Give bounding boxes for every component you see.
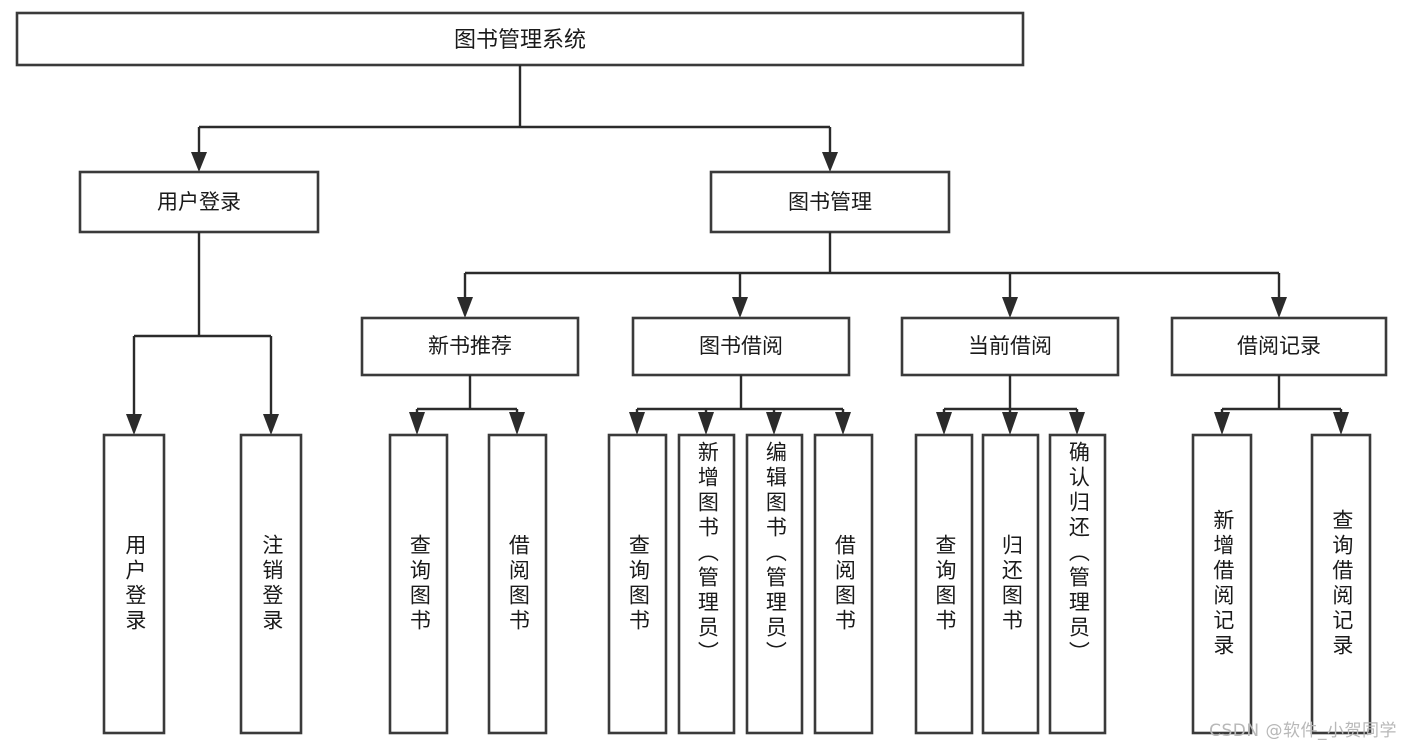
arrow-user-login-leaf-0 [126, 414, 142, 435]
arrow-to-book-borrow [732, 297, 748, 318]
arrow-nbr-leaf-1 [509, 412, 525, 435]
leaf-box-user-login-1[interactable] [239, 433, 303, 735]
arrow-to-borrow-record [1271, 297, 1287, 318]
node-new-book-recommend-box[interactable] [360, 316, 580, 377]
connector-book-manage-to-level3 [457, 232, 1287, 318]
node-new-book-recommend[interactable]: 新书推荐 [360, 316, 580, 377]
leaf-box-bb-0[interactable] [607, 433, 668, 735]
arrow-bb-leaf-3 [835, 412, 851, 435]
connector-user-login-to-leaves [126, 232, 279, 435]
arrow-cb-leaf-1 [1002, 412, 1018, 435]
node-current-borrow-label: 当前借阅 [968, 334, 1052, 358]
node-book-manage-box[interactable] [709, 170, 951, 234]
arrow-root-to-user-login [191, 152, 207, 172]
arrow-to-new-book-recommend [457, 297, 473, 318]
leaf-box-bb-1[interactable] [677, 433, 736, 735]
leaf-box-bb-2[interactable] [745, 433, 804, 735]
node-current-borrow[interactable]: 当前借阅 [900, 316, 1120, 377]
leaf-box-cb-1[interactable] [981, 433, 1040, 735]
leaf-box-bb-3[interactable] [813, 433, 874, 735]
node-user-login-label: 用户登录 [157, 190, 241, 214]
connector-current-borrow-to-leaves [936, 375, 1085, 435]
leaf-box-cb-0[interactable] [914, 433, 974, 735]
node-book-manage[interactable]: 图书管理 [709, 170, 951, 234]
arrow-bb-leaf-0 [629, 412, 645, 435]
node-root-system-label: 图书管理系统 [454, 28, 586, 53]
arrow-to-current-borrow [1002, 297, 1018, 318]
arrow-br-leaf-1 [1333, 412, 1349, 435]
arrow-cb-leaf-2 [1069, 412, 1085, 435]
node-borrow-record-box[interactable] [1170, 316, 1388, 377]
node-current-borrow-box[interactable] [900, 316, 1120, 377]
node-book-borrow-label: 图书借阅 [699, 334, 783, 358]
node-borrow-record[interactable]: 借阅记录 [1170, 316, 1388, 377]
node-new-book-recommend-label: 新书推荐 [428, 334, 512, 358]
connector-new-book-recommend-to-leaves [409, 375, 525, 435]
leaf-box-nbr-1[interactable] [487, 433, 548, 735]
leaf-box-user-login-0[interactable] [102, 433, 166, 735]
node-borrow-record-label: 借阅记录 [1237, 334, 1321, 358]
arrow-cb-leaf-0 [936, 412, 952, 435]
leaf-box-br-1[interactable] [1310, 433, 1372, 735]
arrow-nbr-leaf-0 [409, 412, 425, 435]
watermark-text: CSDN @软件_小贺同学 [1209, 721, 1397, 741]
connector-book-borrow-to-leaves [629, 375, 851, 435]
arrow-br-leaf-0 [1214, 412, 1230, 435]
node-root-system[interactable]: 图书管理系统 [15, 11, 1025, 67]
arrow-user-login-leaf-1 [263, 414, 279, 435]
connector-root-to-level2 [191, 65, 838, 172]
node-root-system-box[interactable] [15, 11, 1025, 67]
arrow-bb-leaf-1 [698, 412, 714, 435]
node-book-borrow-box[interactable] [631, 316, 851, 377]
node-book-manage-label: 图书管理 [788, 190, 872, 214]
node-user-login[interactable]: 用户登录 [78, 170, 320, 234]
arrow-root-to-book-manage [822, 152, 838, 172]
leaf-box-nbr-0[interactable] [388, 433, 449, 735]
leaf-box-br-0[interactable] [1191, 433, 1253, 735]
node-book-borrow[interactable]: 图书借阅 [631, 316, 851, 377]
connector-borrow-record-to-leaves [1214, 375, 1349, 435]
arrow-bb-leaf-2 [766, 412, 782, 435]
leaf-box-cb-2[interactable] [1048, 433, 1107, 735]
